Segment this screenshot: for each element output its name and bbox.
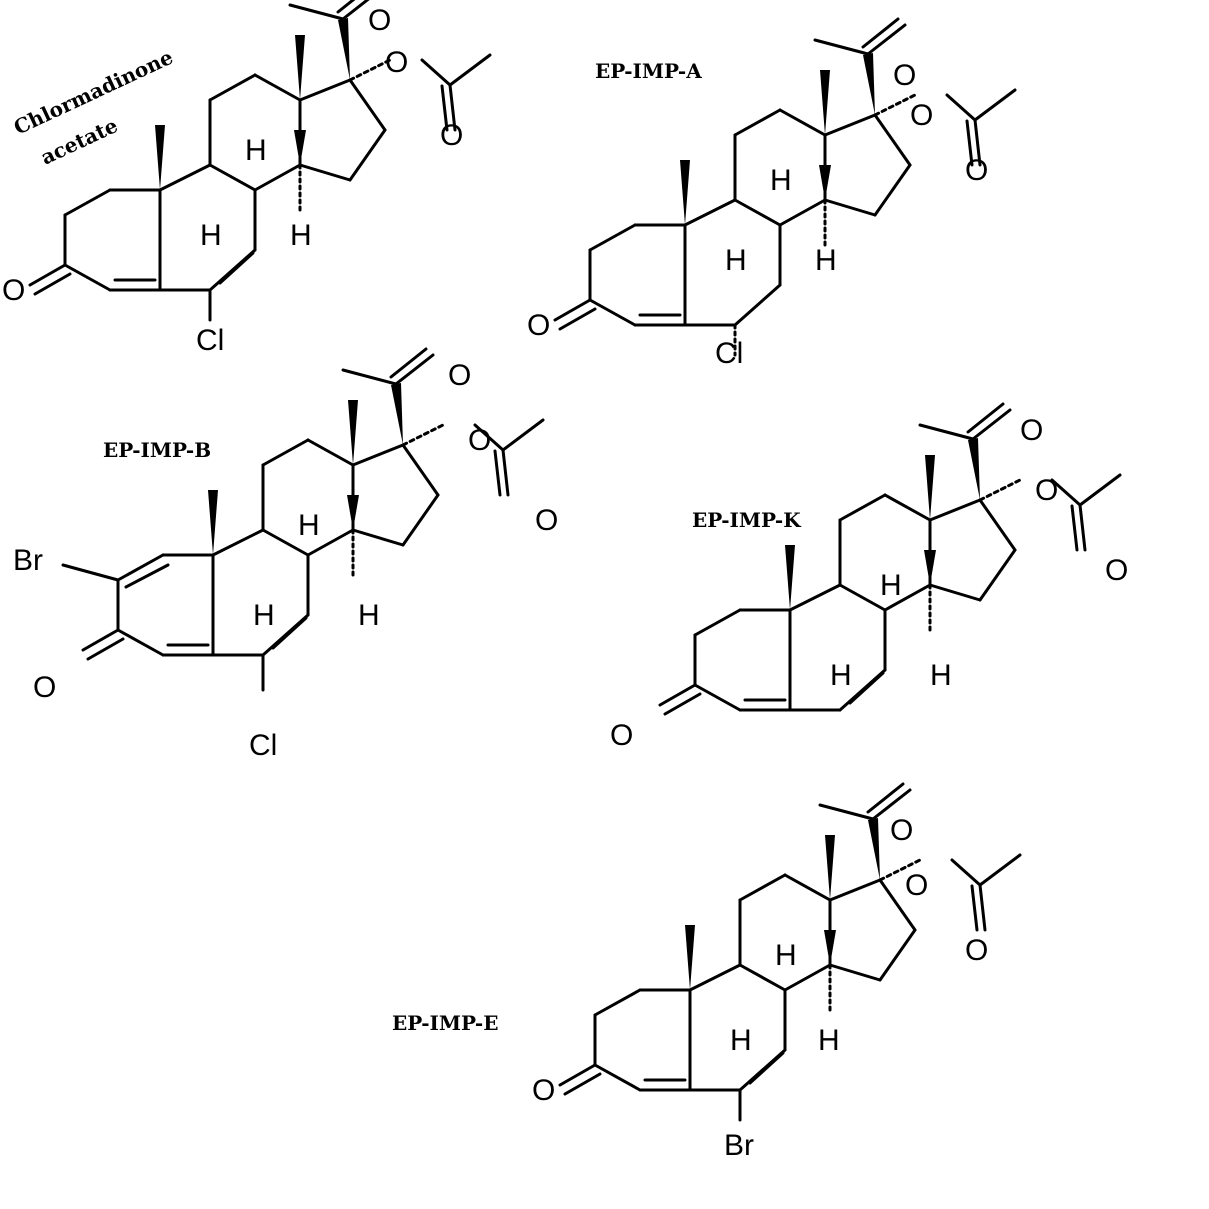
atom-h-c8: H <box>770 164 792 197</box>
atom-cl: Cl <box>249 729 277 762</box>
atom-h-c8: H <box>880 569 902 602</box>
atom-h-c9: H <box>830 659 852 692</box>
atom-cl: Cl <box>715 337 743 370</box>
structure-ep-imp-b: Br O O O O H H H Cl <box>13 347 558 762</box>
atom-o-ketone: O <box>33 671 56 704</box>
atom-o-ketone: O <box>527 309 550 342</box>
structure-chlormadinone-acetate: O O O O H H H Cl <box>2 0 492 357</box>
label-ep-imp-k: EP-IMP-K <box>692 508 801 532</box>
atom-h-c9: H <box>725 244 747 277</box>
atom-h-c14: H <box>358 599 380 632</box>
atom-o-carbonyl: O <box>440 119 463 152</box>
atom-cl: Cl <box>196 324 224 357</box>
atom-h-c14: H <box>818 1024 840 1057</box>
atom-o-ketone: O <box>610 719 633 752</box>
atom-o-carbonyl: O <box>1105 554 1128 587</box>
atom-h-c8: H <box>245 134 267 167</box>
atom-o-ketone: O <box>2 274 25 307</box>
structure-ep-imp-k: O O O O H H H <box>610 402 1128 752</box>
atom-o-carbonyl: O <box>965 934 988 967</box>
atom-o-ester: O <box>385 46 408 79</box>
atom-o-ester: O <box>905 869 928 902</box>
atom-h-c9: H <box>200 219 222 252</box>
atom-o-acetyl: O <box>448 359 471 392</box>
label-ep-imp-b: EP-IMP-B <box>103 438 211 462</box>
atom-o-ester: O <box>468 424 491 457</box>
atom-h-c14: H <box>930 659 952 692</box>
atom-h-c14: H <box>815 244 837 277</box>
atom-o-ester: O <box>910 99 933 132</box>
atom-o-carbonyl: O <box>535 504 558 537</box>
atom-h-c9: H <box>730 1024 752 1057</box>
atom-o-acetyl: O <box>368 4 391 37</box>
atom-o-ketone: O <box>532 1074 555 1107</box>
atom-o-acetyl: O <box>890 814 913 847</box>
atom-o-acetyl: O <box>893 59 916 92</box>
atom-h-c8: H <box>298 509 320 542</box>
structure-ep-imp-e: O O O O H H H Br <box>532 782 1022 1162</box>
label-ep-imp-e: EP-IMP-E <box>392 1011 498 1035</box>
structure-ep-imp-a: O O O O H H H Cl <box>527 17 1017 370</box>
atom-br: Br <box>724 1129 754 1162</box>
atom-h-c9: H <box>253 599 275 632</box>
atom-br: Br <box>13 544 43 577</box>
atom-h-c8: H <box>775 939 797 972</box>
atom-o-acetyl: O <box>1020 414 1043 447</box>
atom-o-carbonyl: O <box>965 154 988 187</box>
atom-o-ester: O <box>1035 474 1058 507</box>
atom-h-c14: H <box>290 219 312 252</box>
label-ep-imp-a: EP-IMP-A <box>595 59 702 83</box>
